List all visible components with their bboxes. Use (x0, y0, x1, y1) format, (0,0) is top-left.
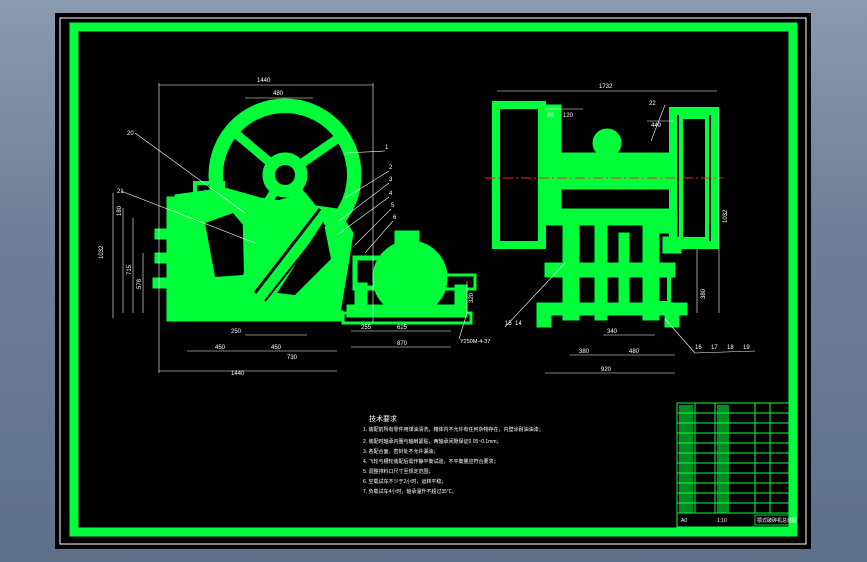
drawing-sheet: A0 (681, 518, 687, 524)
callout-19: 19 (743, 345, 750, 351)
cad-viewport[interactable]: 1440 480 1032 180 715 578 250 450 450 73… (55, 13, 811, 549)
callout-22: 22 (649, 101, 656, 107)
flywheel-side (492, 101, 546, 249)
callout-5: 5 (391, 203, 395, 209)
side-dimension-text: 1732 80 120 440 1032 380 340 380 480 920… (505, 84, 750, 373)
dim-front-bottom-b: 450 (215, 345, 226, 351)
dim-front-height-a: 1032 (99, 245, 105, 259)
note-line-7: 7. 负载试车4小时，轴承温升不超过35℃。 (363, 488, 457, 495)
callout-21: 21 (117, 189, 124, 195)
dim-motor-b: 625 (397, 325, 408, 331)
dim-side-height-b: 380 (701, 288, 707, 299)
note-line-5: 5. 调整排料口尺寸至规定范围； (363, 468, 434, 475)
dim-side-top-b: 120 (563, 113, 574, 119)
title-block (676, 402, 790, 528)
dim-front-bottom-a: 250 (231, 329, 242, 335)
motor-code: Y250M-4-37 (460, 339, 490, 345)
notes-title: 技术要求 (369, 414, 397, 423)
dim-side-bottom-b: 380 (579, 349, 590, 355)
dim-front-bottom-d: 730 (287, 355, 298, 361)
note-line-3: 3. 各配合面、密封处不允许漏油； (363, 448, 439, 455)
crusher-assembly-drawing[interactable]: 1440 480 1032 180 715 578 250 450 450 73… (55, 13, 811, 549)
dim-side-height: 1032 (723, 209, 729, 223)
dim-front-top-inner: 480 (273, 91, 284, 97)
callout-2: 2 (389, 165, 393, 171)
callout-1: 1 (385, 145, 389, 151)
dim-side-bottom-a: 340 (607, 329, 618, 335)
outer-frame (59, 17, 807, 545)
dim-side-bottom-c: 480 (629, 349, 640, 355)
front-dimension-text: 1440 480 1032 180 715 578 250 450 450 73… (99, 78, 490, 377)
drawing-scale: 1:10 (717, 518, 727, 524)
dimension-lines (112, 83, 756, 374)
callout-20: 20 (127, 131, 134, 137)
dim-motor-a: 255 (361, 325, 372, 331)
note-line-2: 2. 装配时轴承内圈与轴肩紧贴，两轴承间隙保证0.05~0.1mm； (363, 438, 502, 445)
side-view (492, 101, 719, 328)
callout-14: 14 (515, 321, 522, 327)
dim-front-height-c: 715 (127, 264, 133, 275)
dim-front-bottom-c: 450 (271, 345, 282, 351)
callout-15: 15 (505, 321, 512, 327)
title-block-text: 颚式破碎机总装图 1:10 A0 (681, 517, 797, 524)
callout-16: 16 (695, 345, 702, 351)
callout-18: 18 (727, 345, 734, 351)
dim-side-top-c: 440 (651, 123, 662, 129)
callout-17: 17 (711, 345, 718, 351)
note-line-6: 6. 空载试车不少于2小时，运转平稳； (363, 478, 446, 485)
border-frame (69, 22, 798, 537)
dim-side-bottom-overall: 920 (601, 367, 612, 373)
dim-side-top-overall: 1732 (599, 84, 613, 90)
dim-motor-overall: 870 (397, 341, 408, 347)
drawing-name: 颚式破碎机总装图 (757, 517, 797, 524)
callout-3: 3 (389, 177, 393, 183)
front-view (152, 98, 477, 325)
dim-front-height-d: 578 (137, 278, 143, 289)
dim-front-top-overall: 1440 (257, 78, 271, 84)
callout-4: 4 (389, 191, 393, 197)
note-line-1: 1. 装配前所有零件用煤油清洗，箱体内不允许有任何杂物存在，内壁涂耐油油漆； (363, 426, 544, 433)
motor (372, 240, 448, 316)
callout-6: 6 (393, 215, 397, 221)
dim-front-height-b: 180 (117, 205, 123, 216)
dim-side-top-a: 80 (547, 113, 554, 119)
note-line-4: 4. 飞轮与槽轮装配后需作静平衡试验，不平衡量应符合要求； (363, 458, 499, 465)
front-callouts: 20 21 1 2 3 4 5 6 (117, 131, 397, 221)
dim-motor-height: 320 (469, 292, 475, 303)
dim-front-bottom-overall: 1440 (231, 371, 245, 377)
technical-notes: 技术要求 1. 装配前所有零件用煤油清洗，箱体内不允许有任何杂物存在，内壁涂耐油… (363, 414, 544, 495)
